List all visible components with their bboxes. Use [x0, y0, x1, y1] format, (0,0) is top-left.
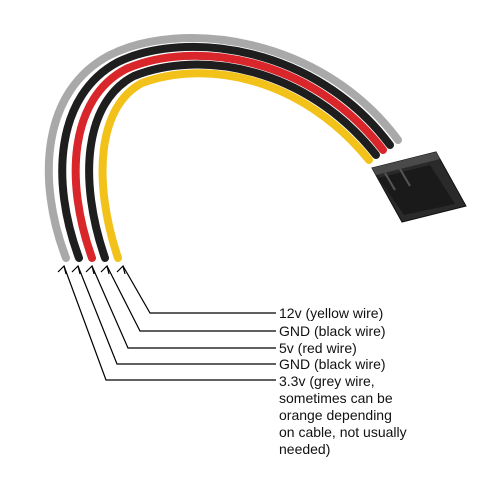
- wire-bundle: [44, 34, 402, 262]
- sata-connector-icon: [371, 151, 467, 223]
- yellow-wire: [98, 69, 373, 262]
- leader-gnd-2: [77, 265, 276, 365]
- leader-5v: [91, 265, 276, 349]
- arrowhead-5v: [85, 264, 95, 275]
- label-5v: 5v (red wire): [279, 340, 357, 356]
- arrowhead-gnd-1: [100, 264, 110, 275]
- leader-12v: [122, 265, 276, 314]
- label-gnd-1: GND (black wire): [279, 323, 386, 339]
- arrowhead-3v3: [57, 264, 67, 275]
- black-wire-1: [58, 42, 394, 262]
- arrowhead-12v: [116, 264, 126, 275]
- arrowhead-gnd-2: [71, 264, 81, 275]
- black-wire-2: [85, 60, 380, 262]
- leader-lines: [57, 264, 276, 381]
- label-12v: 12v (yellow wire): [279, 305, 383, 321]
- red-wire: [71, 51, 387, 262]
- label-3v3: 3.3v (grey wire, sometimes can be orange…: [279, 373, 411, 457]
- leader-gnd-1: [106, 265, 276, 332]
- leader-3v3: [63, 265, 276, 381]
- label-gnd-2: GND (black wire): [279, 356, 386, 372]
- pin-labels: 12v (yellow wire) GND (black wire) 5v (r…: [279, 305, 411, 457]
- grey-wire: [44, 34, 402, 262]
